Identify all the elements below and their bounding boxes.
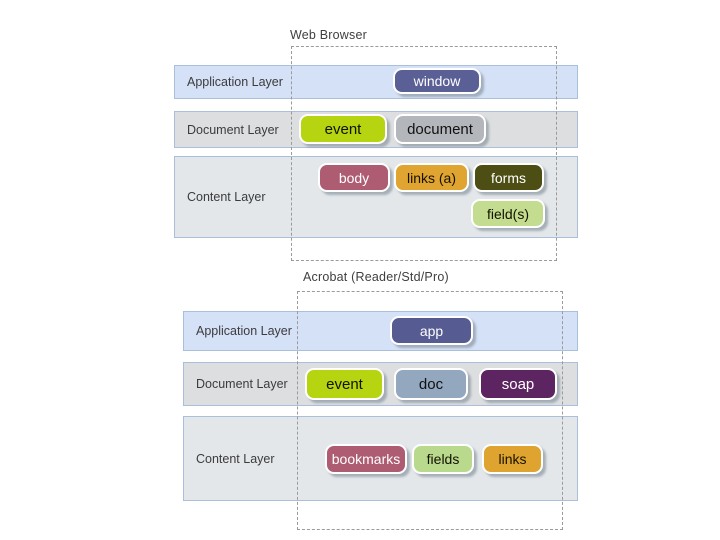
layer-label: Content Layer: [196, 451, 275, 466]
node-label: event: [324, 120, 362, 138]
layer-label: Document Layer: [187, 122, 279, 137]
web-browser-scope-outline: [291, 46, 557, 261]
node-label: bookmarks: [331, 451, 401, 467]
node-label: forms: [491, 169, 526, 186]
node-app: app: [390, 316, 473, 345]
web-browser-application-layer-band: Application Layer: [174, 65, 578, 99]
node-label: body: [338, 169, 370, 186]
node-fields: fields: [412, 444, 474, 474]
node-links: links: [482, 444, 543, 474]
node-forms: forms: [473, 163, 544, 192]
node-links-a: links (a): [394, 163, 469, 192]
layer-label: Content Layer: [187, 190, 266, 204]
layer-label: Application Layer: [187, 75, 283, 89]
node-window: window: [393, 68, 481, 94]
node-label: soap: [501, 375, 535, 393]
node-label: app: [419, 322, 444, 339]
node-label: event: [326, 375, 363, 393]
node-label: field(s): [486, 205, 529, 222]
node-doc: doc: [394, 368, 468, 400]
node-document: document: [394, 114, 486, 144]
node-event: event: [299, 114, 387, 144]
node-label: document: [407, 120, 473, 138]
acrobat-content-layer-band: Content Layer: [183, 416, 578, 501]
node-event: event: [305, 368, 384, 400]
node-label: window: [413, 73, 461, 89]
acrobat-scope-outline: [297, 291, 563, 530]
layer-label: Document Layer: [196, 377, 288, 391]
node-label: fields: [426, 451, 460, 467]
acrobat-title: Acrobat (Reader/Std/Pro): [303, 270, 449, 284]
node-label: links: [498, 451, 527, 467]
node-fields: field(s): [471, 199, 545, 228]
node-bookmarks: bookmarks: [325, 444, 407, 474]
node-body: body: [318, 163, 390, 192]
node-label: doc: [418, 375, 444, 393]
acrobat-application-layer-band: Application Layer: [183, 311, 578, 351]
layer-label: Application Layer: [196, 324, 292, 338]
web-browser-title: Web Browser: [290, 28, 367, 42]
node-label: links (a): [406, 169, 456, 186]
node-soap: soap: [479, 368, 557, 400]
